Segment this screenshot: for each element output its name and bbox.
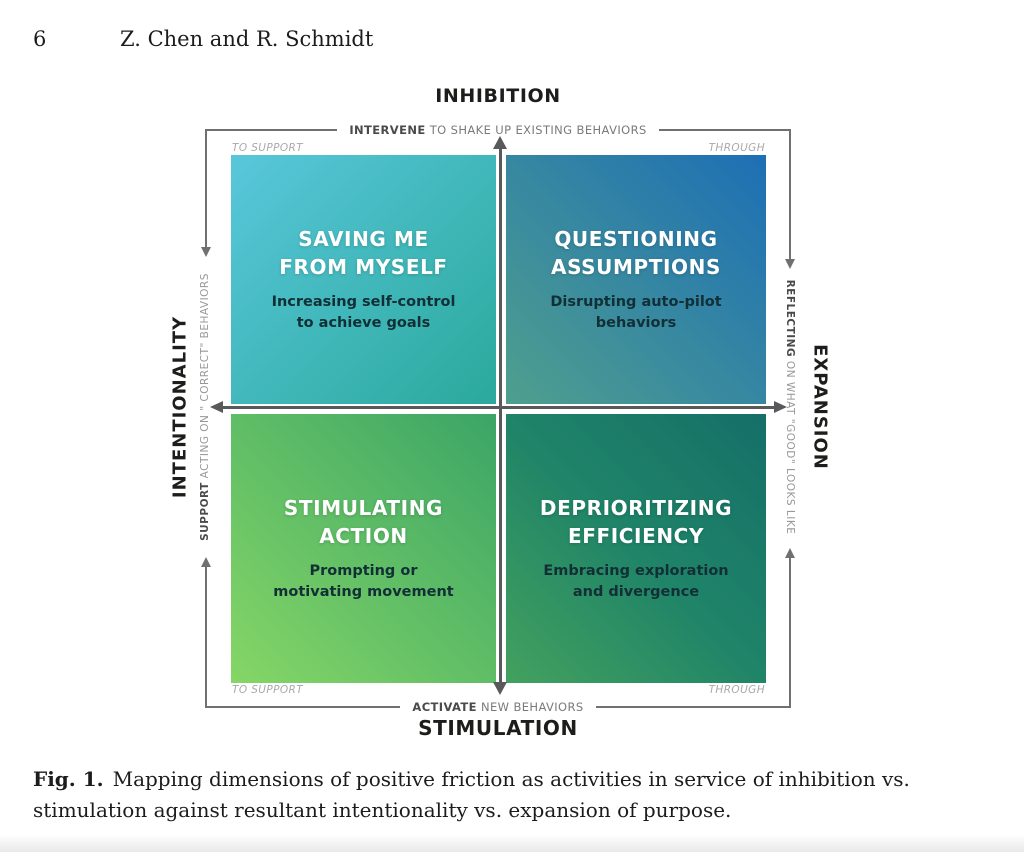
axis-arrow-down-icon xyxy=(493,682,507,695)
axis-subtitle-right-rest: ON WHAT "GOOD" LOOKS LIKE xyxy=(784,357,796,535)
frame-line-right-lower xyxy=(789,558,791,706)
quadrant-title-line: ACTION xyxy=(319,523,408,548)
axis-subtitle-left-lead: SUPPORT xyxy=(199,482,211,541)
quadrant-title: STIMULATING ACTION xyxy=(284,494,443,550)
quadrant-title-line: FROM MYSELF xyxy=(279,254,448,279)
axis-subtitle-bottom-rest: NEW BEHAVIORS xyxy=(476,699,584,714)
quadrant-desc-line: and divergence xyxy=(572,584,700,600)
axis-subtitle-bottom-lead: ACTIVATE xyxy=(412,699,477,714)
arrow-down-icon xyxy=(201,247,211,257)
axis-subtitle-top: INTERVENE TO SHAKE UP EXISTING BEHAVIORS xyxy=(205,122,792,137)
frame-line-left-upper xyxy=(205,129,207,247)
quadrant-title: SAVING ME FROM MYSELF xyxy=(279,225,447,281)
quadrant-desc-line: behaviors xyxy=(595,315,677,331)
axis-title-stimulation: STIMULATION xyxy=(418,716,578,740)
quadrant-title-line: DEPRIORITIZING xyxy=(539,495,733,520)
axis-title-inhibition: INHIBITION xyxy=(435,85,561,107)
quadrant-saving-me-from-myself: SAVING ME FROM MYSELF Increasing self-co… xyxy=(231,155,496,404)
frame-line-bottom-left xyxy=(205,705,401,708)
axis-subtitle-right-lead: REFLECTING xyxy=(784,279,796,358)
quadrant-title-line: EFFICIENCY xyxy=(567,523,705,548)
quadrant-desc-line: motivating movement xyxy=(273,584,454,600)
quadrant-title-line: ASSUMPTIONS xyxy=(550,254,722,279)
figure-caption: Fig. 1. Mapping dimensions of positive fr… xyxy=(33,764,991,826)
axis-title-intentionality: INTENTIONALITY xyxy=(169,315,191,499)
figure-caption-line2: stimulation against resultant intentiona… xyxy=(33,798,732,822)
quadrant-desc-line: Disrupting auto-pilot xyxy=(550,293,722,310)
arrow-up-icon xyxy=(201,557,211,567)
frame-line-left-lower xyxy=(205,567,207,706)
arrow-up-icon xyxy=(785,548,795,558)
quadrant-deprioritizing-efficiency: DEPRIORITIZING EFFICIENCY Embracing expl… xyxy=(506,414,766,683)
corner-label-top-left: TO SUPPORT xyxy=(232,142,304,154)
quadrant-questioning-assumptions: QUESTIONING ASSUMPTIONS Disrupting auto-… xyxy=(506,155,766,404)
quadrant-description: Embracing exploration and divergence xyxy=(543,561,728,603)
corner-label-bottom-left: TO SUPPORT xyxy=(232,684,304,696)
vertical-axis-line xyxy=(499,148,502,682)
axis-subtitle-top-rest: TO SHAKE UP EXISTING BEHAVIORS xyxy=(425,122,647,137)
axis-arrow-up-icon xyxy=(493,136,507,149)
frame-line-bottom-right xyxy=(595,705,791,708)
axis-subtitle-bottom-text: ACTIVATE NEW BEHAVIORS xyxy=(412,700,583,714)
frame-line-top-left xyxy=(205,128,338,131)
axis-subtitle-top-lead: INTERVENE xyxy=(349,122,426,137)
quadrant-description: Disrupting auto-pilot behaviors xyxy=(550,292,721,334)
axis-subtitle-bottom: ACTIVATE NEW BEHAVIORS xyxy=(205,699,791,714)
figure-caption-label: Fig. 1. xyxy=(33,767,104,791)
quadrant-title-line: STIMULATING xyxy=(283,495,444,520)
quadrant-description: Prompting or motivating movement xyxy=(273,561,453,603)
axis-subtitle-top-text: INTERVENE TO SHAKE UP EXISTING BEHAVIORS xyxy=(349,123,646,137)
frame-line-right-upper xyxy=(789,129,791,259)
quadrant-description: Increasing self-control to achieve goals xyxy=(272,292,456,334)
running-head-authors: Z. Chen and R. Schmidt xyxy=(120,27,374,51)
quadrant-title-line: SAVING ME xyxy=(298,226,429,251)
quadrant-desc-line: to achieve goals xyxy=(296,315,431,331)
quadrant-desc-line: Embracing exploration xyxy=(543,562,729,579)
quadrant-stimulating-action: STIMULATING ACTION Prompting or motivati… xyxy=(231,414,496,683)
quadrant-desc-line: Increasing self-control xyxy=(271,293,456,310)
corner-label-top-right: THROUGH xyxy=(708,142,765,154)
page-bottom-edge xyxy=(0,834,1024,852)
figure-caption-line1: Mapping dimensions of positive friction … xyxy=(112,767,910,791)
quadrant-grid: SAVING ME FROM MYSELF Increasing self-co… xyxy=(231,155,766,683)
quadrant-title-line: QUESTIONING xyxy=(554,226,718,251)
horizontal-axis-line xyxy=(222,406,774,409)
quadrant-desc-line: Prompting or xyxy=(309,562,418,579)
axis-subtitle-left-rest: ACTING ON " CORRECT" BEHAVIORS xyxy=(199,273,211,483)
axis-arrow-right-icon xyxy=(774,401,787,413)
quadrant-title: DEPRIORITIZING EFFICIENCY xyxy=(540,494,732,550)
frame-line-top-right xyxy=(658,128,792,131)
arrow-down-icon xyxy=(785,259,795,269)
corner-label-bottom-right: THROUGH xyxy=(708,684,765,696)
axis-title-expansion: EXPANSION xyxy=(809,344,831,470)
axis-arrow-left-icon xyxy=(210,401,223,413)
quadrant-title: QUESTIONING ASSUMPTIONS xyxy=(551,225,721,281)
page-number: 6 xyxy=(33,27,47,51)
